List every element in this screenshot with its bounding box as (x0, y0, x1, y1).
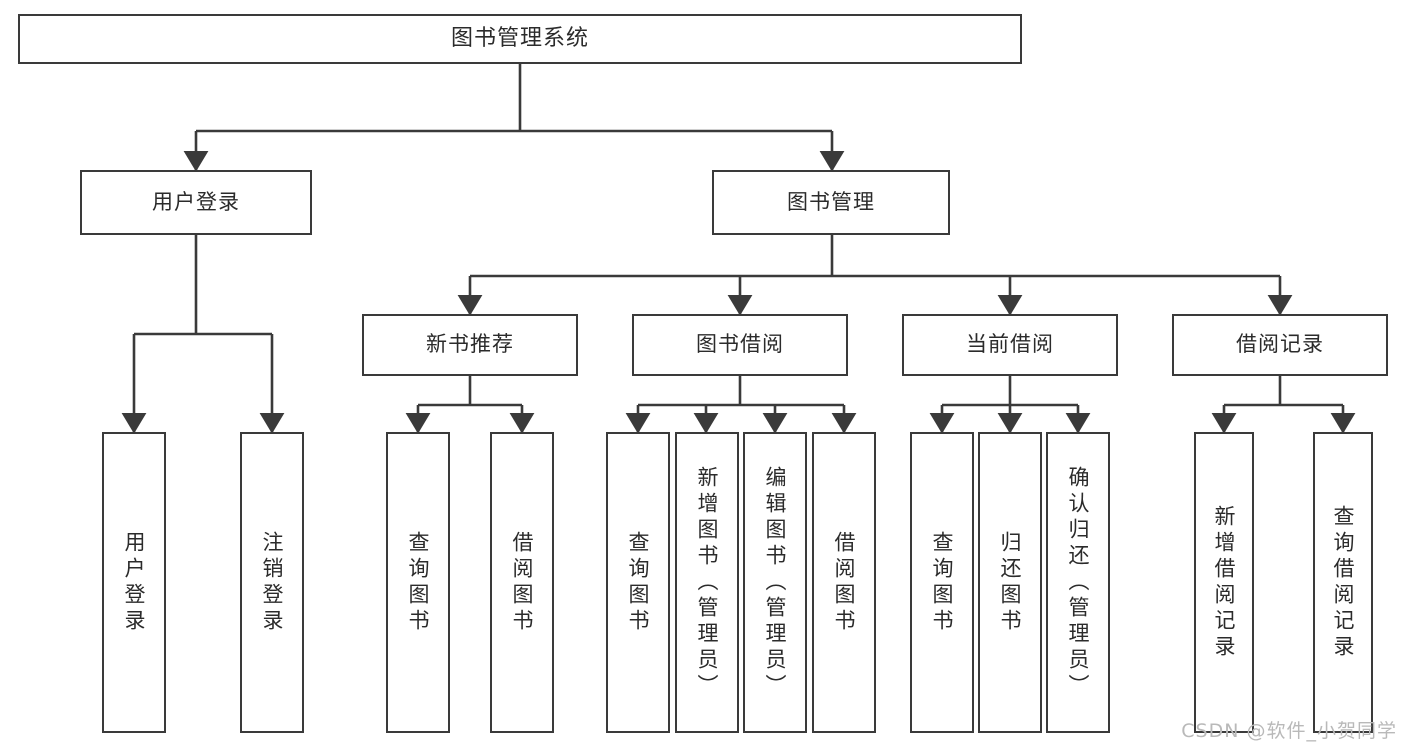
leaf-label: 借阅图书 (510, 530, 535, 635)
leaf-label: 用户登录 (122, 530, 147, 635)
leaf-new-book-borrow[interactable]: 借阅图书 (490, 432, 554, 733)
leaf-label: 注销登录 (260, 530, 285, 635)
leaf-label: 查询图书 (406, 530, 431, 635)
leaf-borrow-record-add[interactable]: 新增借阅记录 (1194, 432, 1254, 733)
node-book-management[interactable]: 图书管理 (712, 170, 950, 235)
leaf-label: 查询借阅记录 (1331, 504, 1356, 661)
leaf-user-login-signin[interactable]: 用户登录 (102, 432, 166, 733)
leaf-label: 确认归还（管理员） (1066, 465, 1091, 700)
leaf-current-borrow-confirm[interactable]: 确认归还（管理员） (1046, 432, 1110, 733)
leaf-user-login-signout[interactable]: 注销登录 (240, 432, 304, 733)
leaf-label: 查询图书 (930, 530, 955, 635)
leaf-book-borrow-edit[interactable]: 编辑图书（管理员） (743, 432, 807, 733)
leaf-label: 新增图书（管理员） (695, 465, 720, 700)
node-root[interactable]: 图书管理系统 (18, 14, 1022, 64)
leaf-new-book-query[interactable]: 查询图书 (386, 432, 450, 733)
node-current-borrow[interactable]: 当前借阅 (902, 314, 1118, 376)
leaf-current-borrow-query[interactable]: 查询图书 (910, 432, 974, 733)
leaf-current-borrow-return[interactable]: 归还图书 (978, 432, 1042, 733)
leaf-label: 借阅图书 (832, 530, 857, 635)
leaf-label: 查询图书 (626, 530, 651, 635)
leaf-label: 编辑图书（管理员） (763, 465, 788, 700)
leaf-borrow-record-query[interactable]: 查询借阅记录 (1313, 432, 1373, 733)
node-borrow-record[interactable]: 借阅记录 (1172, 314, 1388, 376)
node-book-borrow[interactable]: 图书借阅 (632, 314, 848, 376)
watermark-label: CSDN @软件_小贺同学 (1181, 720, 1397, 742)
leaf-book-borrow-query[interactable]: 查询图书 (606, 432, 670, 733)
leaf-book-borrow-lend[interactable]: 借阅图书 (812, 432, 876, 733)
node-new-book-recommend[interactable]: 新书推荐 (362, 314, 578, 376)
leaf-book-borrow-add[interactable]: 新增图书（管理员） (675, 432, 739, 733)
leaf-label: 归还图书 (998, 530, 1023, 635)
node-user-login[interactable]: 用户登录 (80, 170, 312, 235)
leaf-label: 新增借阅记录 (1212, 504, 1237, 661)
